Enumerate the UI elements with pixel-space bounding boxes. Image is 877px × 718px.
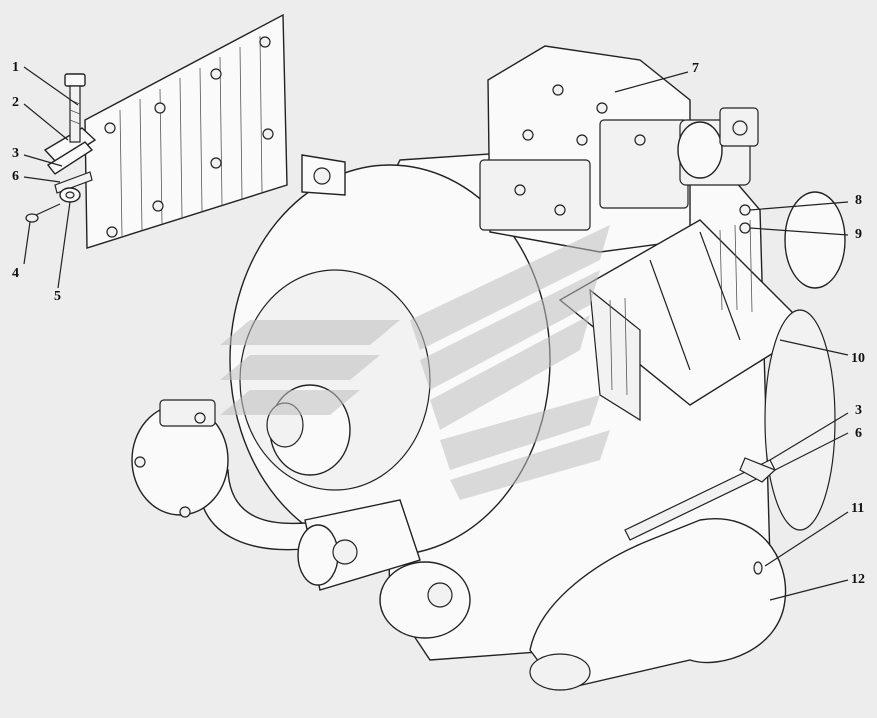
callout-4: 4 [12, 266, 19, 281]
callout-1: 1 [12, 60, 19, 75]
washer-5 [59, 187, 81, 203]
callout-8: 8 [855, 193, 862, 208]
callout-10: 10 [851, 351, 865, 366]
callout-3-right: 3 [855, 403, 862, 418]
cotter-pin-4 [25, 203, 61, 223]
callout-5: 5 [54, 289, 61, 304]
callout-11: 11 [851, 501, 864, 516]
callout-6-right: 6 [855, 426, 862, 441]
shield-plate [84, 13, 288, 249]
hydraulic-pump-bottom [297, 499, 421, 591]
callout-12: 12 [851, 572, 865, 587]
control-valve-block [479, 45, 759, 253]
bolt-1 [64, 73, 86, 143]
heat-shield-tray [558, 219, 812, 422]
mount-bracket [43, 127, 97, 194]
leader-lines [23, 66, 849, 601]
callout-6: 6 [12, 169, 19, 184]
output-flange [379, 561, 471, 639]
callout-7: 7 [692, 61, 699, 76]
callout-2: 2 [12, 95, 19, 110]
watermark-logo [220, 225, 610, 500]
rear-housing [739, 191, 846, 531]
callout-3: 3 [12, 146, 19, 161]
callout-9: 9 [855, 227, 862, 242]
callout-labels: 1 2 3 6 4 5 7 8 9 10 3 6 11 12 [12, 60, 865, 587]
